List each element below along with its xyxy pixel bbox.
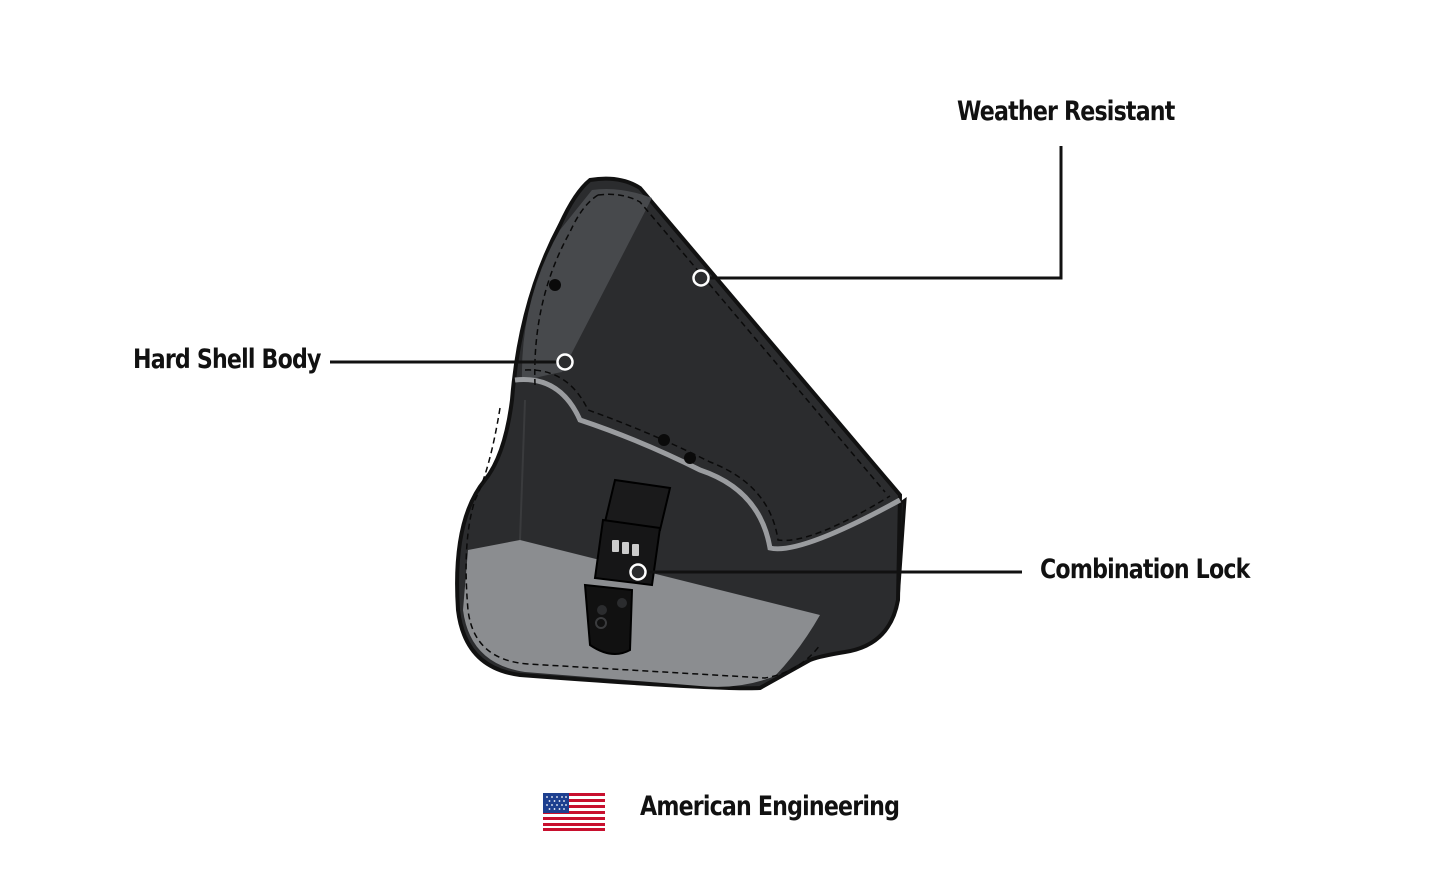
lid-piping [514,377,902,552]
combination-lock-label: Combination Lock [1040,554,1250,585]
stitching-lid [534,193,886,493]
hard-shell-body-label: Hard Shell Body [133,344,321,375]
rivet [549,279,561,291]
stitching-body [465,407,821,679]
rivet [658,434,670,446]
american-engineering-label: American Engineering [640,791,900,822]
callout-weather-resistant-line [692,146,1063,287]
us-flag-icon [543,793,605,831]
bag-bottom-bevel-line [519,399,526,541]
weather-resistant-label: Weather Resistant [957,96,1175,127]
strap-screw [595,617,607,629]
lock-dials [612,540,639,556]
rivet [684,452,696,464]
stitching-lid-edge [524,369,891,542]
callout-hard-shell-line [330,353,574,371]
strap-rivet [617,598,627,608]
bag-lid-bevel [521,189,652,382]
bag-bottom-panel [463,540,820,687]
strap-rivet [597,605,607,615]
callout-combination-lock-line [629,563,1022,581]
lock-strap [583,583,634,655]
